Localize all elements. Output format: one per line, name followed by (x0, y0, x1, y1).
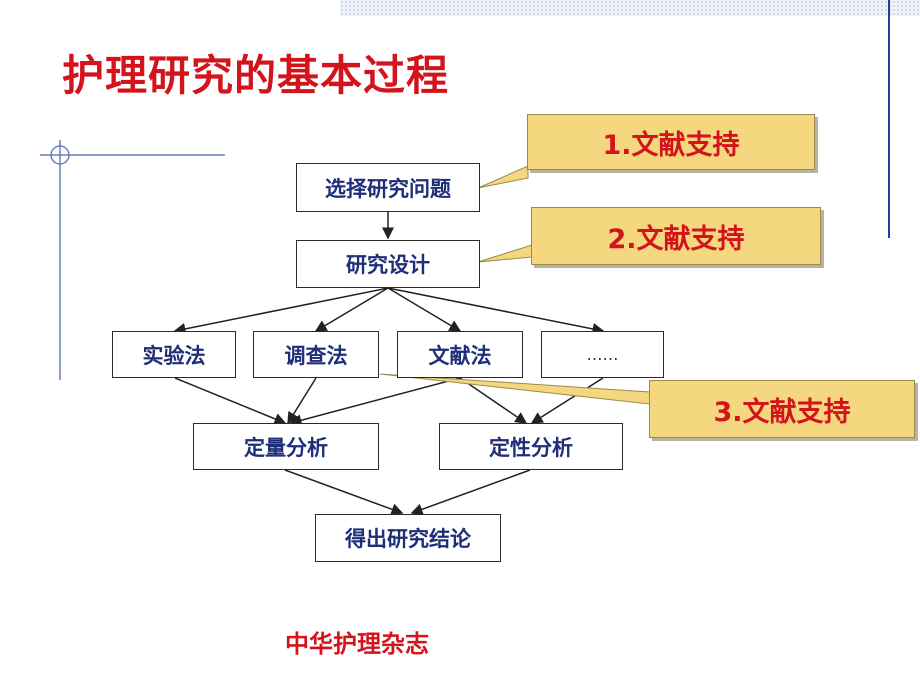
callout-literature-support-1: 1.文献支持 (527, 114, 815, 170)
callout-literature-support-3: 3.文献支持 (649, 380, 915, 438)
decorative-dot-pattern (340, 0, 920, 16)
arrow-experiment-to-quant (174, 377, 287, 425)
box-method-literature: 文献法 (397, 331, 523, 378)
arrow-qual-to-conclusion (410, 469, 531, 516)
callout-literature-support-2: 2.文献支持 (531, 207, 821, 265)
box-method-other: …… (541, 331, 664, 378)
arrow-design-to-survey (314, 287, 389, 332)
box-method-survey: 调查法 (253, 331, 379, 378)
box-qualitative-analysis: 定性分析 (439, 423, 623, 470)
arrow-design-to-other (387, 287, 605, 335)
box-research-design: 研究设计 (296, 240, 480, 288)
box-conclusion: 得出研究结论 (315, 514, 501, 562)
callout-2-pointer (477, 244, 533, 263)
crosshair-icon (40, 140, 225, 380)
callout-1-pointer (477, 165, 529, 189)
decorative-vertical-line (888, 0, 890, 238)
arrow-design-to-literature (387, 287, 462, 332)
arrow-other-to-qual (530, 377, 604, 424)
page-title: 护理研究的基本过程 (62, 51, 450, 100)
box-quantitative-analysis: 定量分析 (193, 423, 379, 470)
arrow-literature-to-quant (289, 377, 461, 427)
arrow-design-to-experiment (173, 287, 389, 335)
arrow-quant-to-conclusion (284, 469, 404, 516)
arrow-survey-to-quant (287, 377, 317, 425)
arrow-literature-to-qual (459, 377, 528, 424)
box-select-problem: 选择研究问题 (296, 163, 480, 212)
footer-source: 中华护理杂志 (285, 630, 429, 658)
box-method-experiment: 实验法 (112, 331, 236, 378)
